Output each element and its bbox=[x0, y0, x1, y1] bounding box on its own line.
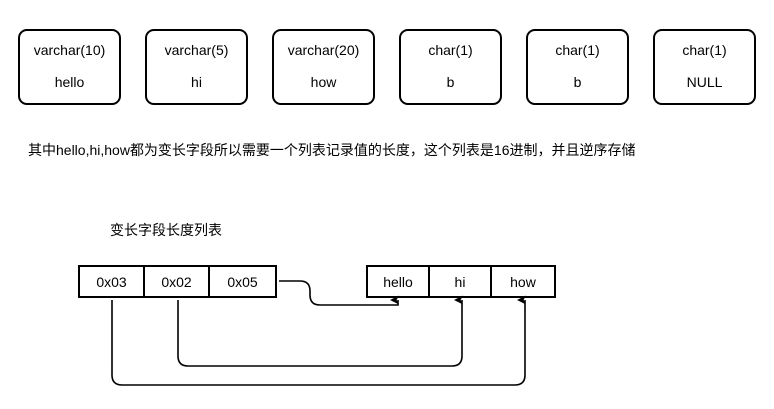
field-value-label: b bbox=[573, 74, 582, 90]
field-box: varchar(10) hello bbox=[18, 29, 121, 105]
length-cell: 0x05 bbox=[227, 273, 258, 290]
value-cell: hi bbox=[430, 267, 492, 296]
field-box: varchar(20) how bbox=[272, 29, 375, 105]
field-type-label: char(1) bbox=[428, 42, 473, 58]
field-value-label: how bbox=[310, 74, 337, 90]
length-list-caption: 变长字段长度列表 bbox=[110, 222, 222, 238]
field-value-label: b bbox=[446, 74, 455, 90]
field-type-label: varchar(10) bbox=[33, 42, 106, 58]
length-cell: 0x03 bbox=[80, 267, 145, 296]
field-box: varchar(5) hi bbox=[145, 29, 248, 105]
field-type-label: varchar(20) bbox=[287, 42, 360, 58]
field-box: char(1) NULL bbox=[653, 29, 756, 105]
value-cell: hello bbox=[368, 267, 430, 296]
value-cell: how bbox=[510, 273, 536, 290]
length-cell: 0x02 bbox=[145, 267, 210, 296]
length-list-row: 0x03 0x02 0x05 bbox=[78, 265, 277, 298]
connector-0x02-to-hi bbox=[177, 295, 463, 367]
value-list-row: hello hi how bbox=[366, 265, 556, 298]
field-type-label: char(1) bbox=[682, 42, 727, 58]
field-value-label: hi bbox=[191, 74, 202, 90]
field-box-row: varchar(10) hello varchar(5) hi varchar(… bbox=[18, 29, 756, 105]
field-type-label: char(1) bbox=[555, 42, 600, 58]
field-type-label: varchar(5) bbox=[164, 42, 229, 58]
field-value-label: NULL bbox=[686, 74, 723, 90]
explanation-text: 其中hello,hi,how都为变长字段所以需要一个列表记录值的长度，这个列表是… bbox=[28, 142, 636, 158]
field-value-label: hello bbox=[54, 74, 85, 90]
field-box: char(1) b bbox=[399, 29, 502, 105]
connector-0x03-to-how bbox=[111, 295, 526, 386]
field-box: char(1) b bbox=[526, 29, 629, 105]
